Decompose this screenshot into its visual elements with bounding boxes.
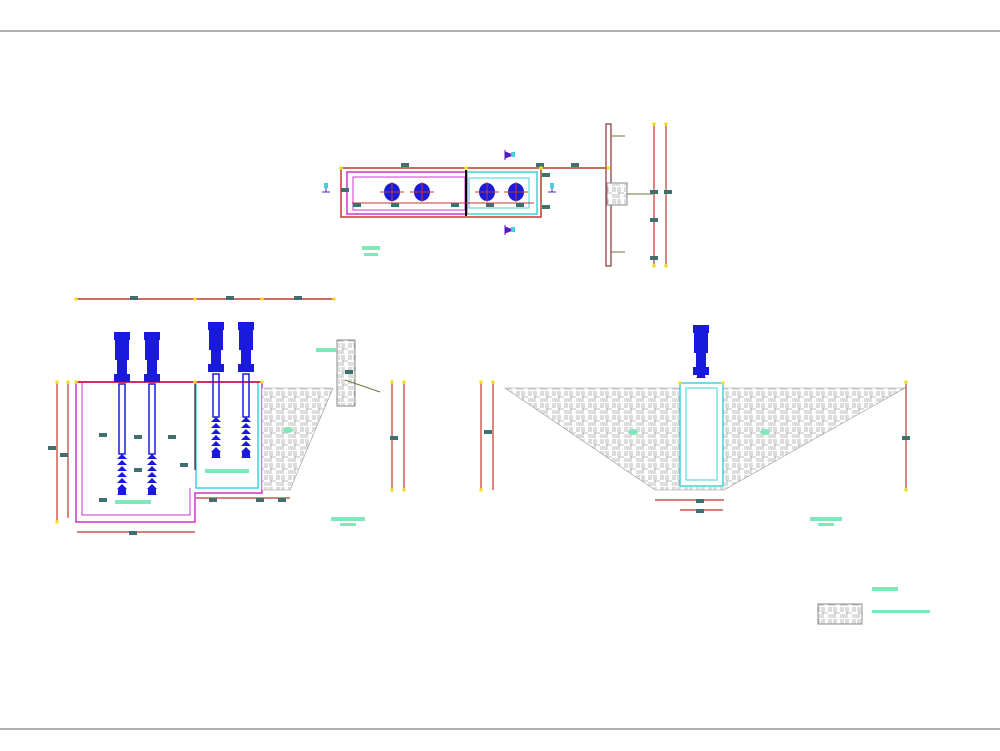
pump-icon — [693, 325, 709, 378]
level-marker — [760, 429, 770, 435]
dimension-node — [260, 297, 264, 301]
dimension-text-block — [129, 531, 137, 535]
dimension-node — [74, 297, 78, 301]
dimension-node — [664, 264, 668, 268]
dimension-text-block — [516, 203, 524, 207]
dimension-node — [66, 380, 70, 384]
dimension-text-block — [226, 296, 234, 300]
label-block — [115, 500, 151, 504]
label-block — [340, 523, 356, 526]
dimension-node — [74, 380, 78, 384]
dimension-text-block — [536, 163, 544, 167]
pump-icon — [410, 182, 434, 202]
dimension-node — [464, 166, 468, 170]
dimension-node — [402, 380, 406, 384]
label-block — [362, 246, 380, 250]
dimension-text-block — [902, 436, 910, 440]
plan-view — [322, 123, 667, 267]
section-marker-icon — [504, 225, 515, 235]
dimension-node — [479, 380, 483, 384]
label-block — [331, 517, 365, 521]
dimension-node — [904, 380, 908, 384]
dimension-text-block — [390, 436, 398, 440]
label-block — [316, 348, 336, 352]
dimension-node — [664, 122, 668, 126]
section-left — [56, 298, 405, 533]
dimension-node — [652, 122, 656, 126]
dimension-node — [402, 488, 406, 492]
dimension-text-block — [650, 256, 658, 260]
section-right — [480, 325, 907, 526]
dimension-text-block — [99, 498, 107, 502]
dimension-node — [652, 264, 656, 268]
pump-icon — [238, 322, 254, 458]
dimension-node — [390, 488, 394, 492]
dimension-node — [606, 166, 610, 170]
soil-hatch-icon — [817, 603, 863, 625]
dimension-text-block — [650, 218, 658, 222]
dimension-text-block — [571, 163, 579, 167]
dimension-text-block — [180, 463, 188, 467]
pump-icon — [144, 332, 160, 495]
dimension-text-block — [353, 203, 361, 207]
dimension-node — [904, 488, 908, 492]
label-block — [364, 253, 378, 256]
dimension-text-block — [168, 435, 176, 439]
dimension-node — [193, 297, 197, 301]
dimension-text-block — [134, 435, 142, 439]
dimension-text-block — [484, 430, 492, 434]
tank-plan-outer — [340, 167, 542, 218]
label-block — [205, 469, 249, 473]
dimension-text-block — [664, 190, 672, 194]
dimension-text-block — [696, 509, 704, 513]
dimension-text-block — [99, 433, 107, 437]
dimension-node — [339, 166, 343, 170]
dimension-text-block — [391, 203, 399, 207]
section-marker-icon — [322, 183, 330, 193]
pump-icon — [380, 182, 404, 202]
dimension-node — [390, 380, 394, 384]
pump-icon — [114, 332, 130, 495]
pump-icon — [504, 182, 528, 202]
dimension-node — [55, 520, 59, 524]
dimension-node — [479, 488, 483, 492]
dimension-text-block — [542, 173, 550, 177]
level-marker — [628, 429, 638, 435]
dimension-node — [260, 380, 264, 384]
dimension-text-block — [451, 203, 459, 207]
label-block — [818, 523, 834, 526]
dimension-text-block — [542, 205, 550, 209]
dimension-node — [55, 380, 59, 384]
dimension-node — [678, 381, 682, 385]
dimension-text-block — [341, 188, 349, 192]
level-marker — [283, 427, 293, 433]
dimension-text-block — [60, 453, 68, 457]
dimension-node — [721, 381, 725, 385]
dimension-node — [491, 380, 495, 384]
label-block — [872, 587, 898, 591]
dimension-text-block — [134, 468, 142, 472]
dimension-node — [193, 380, 197, 384]
dimension-text-block — [486, 203, 494, 207]
legend — [817, 587, 930, 625]
section-marker-icon — [548, 183, 556, 193]
dimension-text-block — [345, 370, 353, 374]
dimension-text-block — [130, 296, 138, 300]
soil-hatch-icon — [606, 182, 628, 206]
pump-icon — [208, 322, 224, 458]
dimension-text-block — [294, 296, 302, 300]
dimension-text-block — [401, 163, 409, 167]
label-block — [810, 517, 842, 521]
dimension-text-block — [278, 498, 286, 502]
dimension-node — [539, 166, 543, 170]
dimension-text-block — [209, 498, 217, 502]
dimension-node — [332, 297, 336, 301]
dimension-text-block — [696, 499, 704, 503]
section-marker-icon — [504, 150, 515, 160]
dimension-text-block — [650, 190, 658, 194]
pump-icon — [475, 182, 499, 202]
dimension-text-block — [256, 498, 264, 502]
dimension-text-block — [48, 446, 56, 450]
